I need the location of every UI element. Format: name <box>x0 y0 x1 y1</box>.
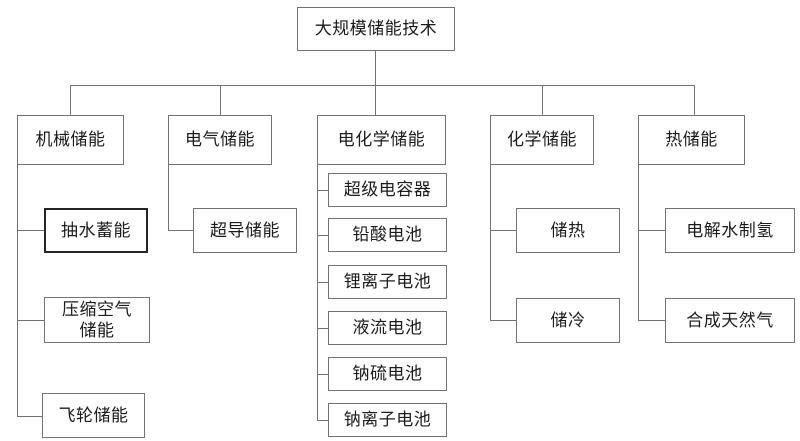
connector-branch-lithium-ion <box>317 282 328 283</box>
connector-branch-supercapacitor <box>317 190 328 191</box>
leaf-label-cold-storage: 储冷 <box>550 310 586 330</box>
branch-label-electrical-storage: 电气储能 <box>185 130 255 150</box>
branch-node-mechanical-storage: 机械储能 <box>17 115 124 165</box>
connector-spine-electrical <box>168 140 169 231</box>
leaf-label-sodium-ion-battery: 钠离子电池 <box>343 410 432 430</box>
leaf-label-flow-battery: 液流电池 <box>352 318 423 338</box>
leaf-label-pumped-hydro-storage: 抽水蓄能 <box>61 220 131 240</box>
leaf-node-synthetic-natural-gas: 合成天然气 <box>665 298 795 343</box>
leaf-node-sodium-ion-battery: 钠离子电池 <box>328 403 447 437</box>
connector-branch-electrolysis <box>638 230 665 231</box>
connector-spine-electrochemical <box>317 140 318 420</box>
connector-branch-flywheel <box>17 416 42 417</box>
connector-branch-superconducting <box>168 230 193 231</box>
connector-branch-cold-storage <box>490 320 516 321</box>
connector-branch-sodium-ion <box>317 420 328 421</box>
leaf-node-sodium-sulfur-battery: 钠硫电池 <box>328 357 447 391</box>
branch-node-electrical-storage: 电气储能 <box>168 115 272 165</box>
connector-branch-compressed-air <box>17 320 44 321</box>
leaf-label-synthetic-natural-gas: 合成天然气 <box>686 310 774 330</box>
connector-root-stem <box>375 51 376 85</box>
branch-node-electrochemical-storage: 电化学储能 <box>317 115 446 165</box>
leaf-label-lead-acid-battery: 铅酸电池 <box>352 225 423 245</box>
leaf-node-water-electrolysis-hydrogen: 电解水制氢 <box>665 208 795 253</box>
connector-drop-electrical <box>220 85 221 115</box>
branch-node-chemical-storage: 化学储能 <box>490 115 594 165</box>
leaf-node-compressed-air-storage: 压缩空气 储能 <box>44 297 150 343</box>
connector-level1-bus <box>70 85 694 86</box>
leaf-node-lithium-ion-battery: 锂离子电池 <box>328 265 447 299</box>
leaf-label-supercapacitor: 超级电容器 <box>343 180 432 200</box>
connector-branch-heat-storage <box>490 230 516 231</box>
root-node-label: 大规模储能技术 <box>314 19 438 39</box>
leaf-node-flow-battery: 液流电池 <box>328 311 447 345</box>
connector-branch-flow-battery <box>317 328 328 329</box>
branch-label-chemical-storage: 化学储能 <box>507 130 577 150</box>
leaf-label-water-electrolysis-hydrogen: 电解水制氢 <box>686 220 774 240</box>
leaf-node-pumped-hydro-storage: 抽水蓄能 <box>44 208 148 253</box>
leaf-node-lead-acid-battery: 铅酸电池 <box>328 218 447 252</box>
branch-node-thermal-storage: 热储能 <box>638 115 745 165</box>
leaf-label-compressed-air-storage: 压缩空气 储能 <box>62 299 132 340</box>
connector-branch-pumped-hydro <box>17 230 44 231</box>
branch-label-mechanical-storage: 机械储能 <box>35 130 106 150</box>
connector-branch-sodium-sulfur <box>317 374 328 375</box>
branch-label-thermal-storage: 热储能 <box>665 130 718 150</box>
leaf-node-heat-storage: 储热 <box>516 208 620 253</box>
leaf-label-lithium-ion-battery: 锂离子电池 <box>343 272 432 292</box>
connector-branch-lead-acid <box>317 235 328 236</box>
connector-drop-chemical <box>542 85 543 115</box>
leaf-label-heat-storage: 储热 <box>550 220 586 240</box>
connector-drop-thermal <box>694 85 695 115</box>
leaf-node-superconducting-storage: 超导储能 <box>193 208 297 253</box>
leaf-label-flywheel-storage: 飞轮储能 <box>58 405 129 425</box>
root-node: 大规模储能技术 <box>297 7 455 51</box>
leaf-node-supercapacitor: 超级电容器 <box>328 173 447 207</box>
branch-label-electrochemical-storage: 电化学储能 <box>337 130 426 150</box>
connector-drop-electrochemical <box>375 85 376 115</box>
leaf-label-superconducting-storage: 超导储能 <box>210 220 280 240</box>
connector-branch-synthetic-gas <box>638 320 665 321</box>
connector-spine-mechanical <box>17 140 18 416</box>
leaf-label-sodium-sulfur-battery: 钠硫电池 <box>352 364 423 384</box>
leaf-node-cold-storage: 储冷 <box>516 298 620 343</box>
connector-drop-mechanical <box>70 85 71 115</box>
leaf-node-flywheel-storage: 飞轮储能 <box>42 393 145 438</box>
